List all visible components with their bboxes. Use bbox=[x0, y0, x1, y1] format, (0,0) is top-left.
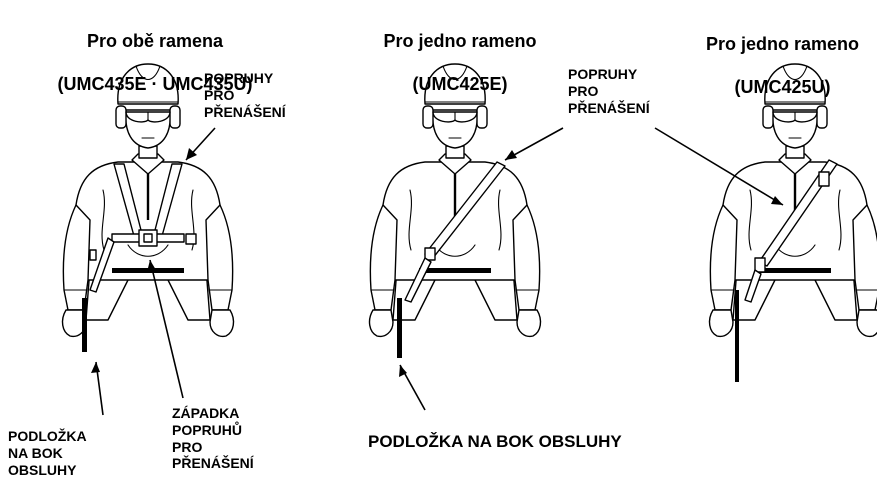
label-strap-buckle: ZÁPADKA POPRUHŮ PRO PŘENÁŠENÍ bbox=[172, 405, 254, 472]
arrowhead bbox=[147, 260, 156, 272]
hip-pad bbox=[397, 298, 402, 358]
figure-double-strap bbox=[61, 62, 235, 352]
figure-1-title-line2: (UMC435E · UMC435U) bbox=[57, 73, 253, 94]
leader-buckle bbox=[149, 259, 184, 399]
figure-single-strap-u bbox=[708, 62, 877, 382]
leader-straps-2b bbox=[654, 127, 784, 206]
label-carry-straps-1: POPRUHY PRO PŘENÁŠENÍ bbox=[204, 70, 286, 120]
figure-1-title: Pro obě ramena (UMC435E · UMC435U) bbox=[30, 9, 280, 117]
figure-3-title: Pro jedno rameno (UMC425U) bbox=[690, 12, 875, 120]
figure-1-title-line1: Pro obě ramena bbox=[86, 30, 224, 51]
shoulder-strap bbox=[758, 159, 838, 267]
figure-single-strap-e bbox=[368, 62, 542, 358]
arrowhead bbox=[186, 148, 197, 160]
arrowhead bbox=[505, 150, 517, 160]
arrowhead bbox=[399, 365, 407, 377]
label-hip-pad-2: PODLOŽKA NA BOK OBSLUHY bbox=[368, 432, 622, 451]
figure-3-title-line1: Pro jedno rameno bbox=[705, 33, 860, 54]
figure-2-title-line1: Pro jedno rameno bbox=[383, 30, 537, 51]
figure-2-title-line2: (UMC425E) bbox=[412, 73, 508, 94]
figure-3-title-line2: (UMC425U) bbox=[734, 76, 831, 97]
hip-pad bbox=[735, 290, 739, 382]
figure-2-title: Pro jedno rameno (UMC425E) bbox=[350, 9, 570, 117]
label-carry-straps-2: POPRUHY PRO PŘENÁŠENÍ bbox=[568, 66, 650, 116]
arrowhead bbox=[771, 196, 783, 205]
arrowhead bbox=[91, 362, 100, 373]
hip-pad bbox=[82, 298, 87, 352]
label-hip-pad-1: PODLOŽKA NA BOK OBSLUHY bbox=[8, 428, 87, 478]
